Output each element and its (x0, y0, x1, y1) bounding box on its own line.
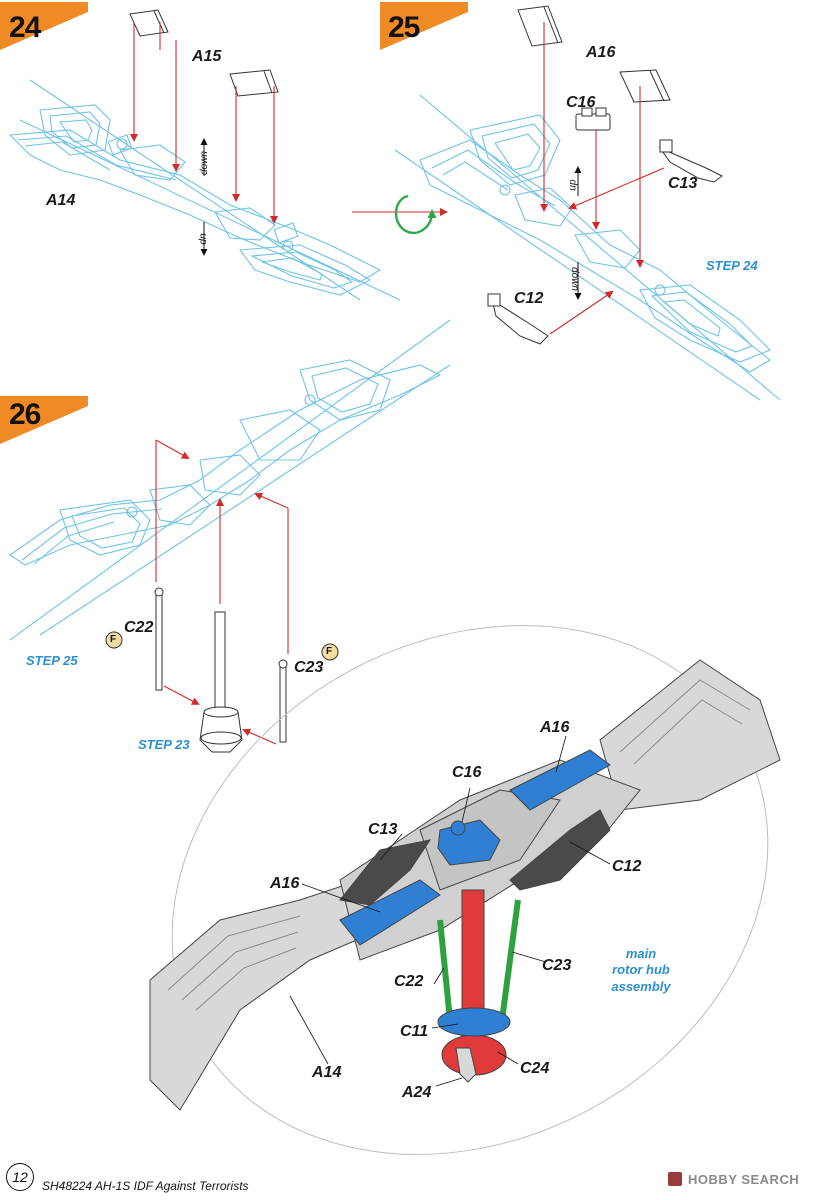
label-c12: C12 (514, 290, 544, 307)
assembly-label-c16: C16 (452, 764, 482, 781)
a15-part-left (129, 9, 169, 37)
label-a14: A14 (46, 192, 76, 209)
assembly-label-c13: C13 (368, 821, 398, 838)
assembly-label-c24: C24 (520, 1060, 550, 1077)
direction-up-label-25: up (567, 179, 579, 191)
step-26-tab (0, 396, 88, 444)
watermark: HOBBY SEARCH (688, 1172, 800, 1187)
step26-rotor-hub-outline (9, 319, 451, 641)
label-a15: A15 (192, 48, 222, 65)
step-number-24: 24 (9, 11, 41, 44)
direction-up-label: up (197, 233, 209, 245)
a15-part-right (229, 69, 279, 97)
assembly-note-line-3: assembly (611, 978, 671, 994)
rotate-arrow (352, 194, 448, 235)
label-c22: C22 (124, 619, 154, 636)
step25-arrows (540, 22, 665, 335)
assembly-note: main rotor hub assembly (586, 946, 696, 995)
c22-rod (154, 587, 164, 691)
assembly-note-line-1: main (625, 946, 657, 961)
ref-step-25: STEP 25 (26, 653, 78, 668)
assembly-leader-lines (289, 735, 611, 1087)
step24-rotor-hub-outline (8, 79, 401, 301)
flag-icon-c23 (321, 643, 339, 661)
assembly-note-line-2: rotor hub (612, 962, 670, 978)
step26-arrows (155, 439, 289, 745)
assembly-label-a14: A14 (312, 1064, 342, 1081)
ref-step-24: STEP 24 (706, 258, 758, 273)
c12-part (487, 293, 549, 345)
label-c23: C23 (294, 659, 324, 676)
step-25-tab (380, 2, 468, 50)
assembly-label-c22: C22 (394, 973, 424, 990)
assembly-illustration (149, 659, 781, 1111)
step24-arrows (130, 22, 278, 224)
c23-rod (278, 659, 288, 743)
assembly-label-a16-left: A16 (270, 875, 300, 892)
mast-part (199, 611, 243, 753)
a16-part-right (619, 69, 671, 103)
a16-part-left (517, 5, 563, 47)
footer-title: SH48224 AH-1S IDF Against Terrorists (42, 1179, 249, 1193)
assembly-label-a24: A24 (402, 1084, 432, 1101)
label-a16: A16 (586, 44, 616, 61)
flag-letter-c23: F (326, 646, 333, 657)
watermark-logo-icon (668, 1172, 682, 1186)
step-number-25: 25 (388, 11, 420, 44)
direction-down-label-25: down (568, 267, 580, 291)
assembly-label-c11: C11 (400, 1023, 429, 1040)
assembly-label-a16-top: A16 (540, 719, 570, 736)
c13-part (658, 139, 723, 183)
step25-rotor-hub-outline (394, 94, 781, 401)
label-c16: C16 (566, 94, 596, 111)
assembly-label-c23: C23 (542, 957, 572, 974)
flag-icon-c22 (105, 631, 123, 649)
step-24-tab (0, 2, 88, 50)
c16-part (575, 107, 611, 131)
direction-down-label: down (198, 151, 210, 175)
assembly-label-c12: C12 (612, 858, 642, 875)
step-number-26: 26 (9, 398, 41, 431)
ref-step-23: STEP 23 (138, 737, 190, 752)
flag-letter-c22: F (110, 634, 117, 645)
label-c13: C13 (668, 175, 698, 192)
page-number: 12 (6, 1163, 34, 1191)
